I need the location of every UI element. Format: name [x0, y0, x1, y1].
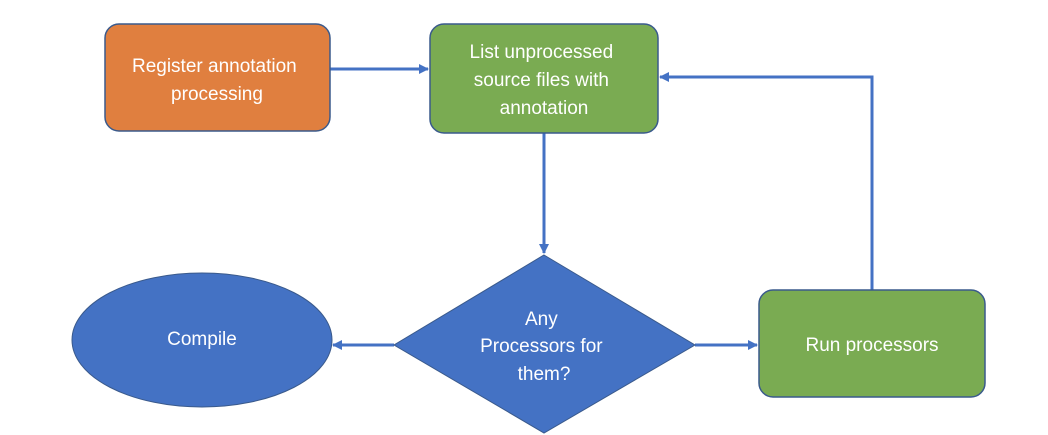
list-unprocessed-node: List unprocessed source files with annot…: [429, 23, 659, 134]
svg-text:Compile: Compile: [167, 329, 237, 350]
list-unprocessed-label-line-1: List unprocessed: [470, 42, 614, 63]
compile-ellipse: [71, 272, 333, 408]
compile-label: Compile: [167, 329, 237, 350]
run-processors-box: [758, 289, 986, 398]
register-annotation-label-line-2: processing: [171, 84, 263, 105]
decision-node: Any Processors for them?: [393, 254, 696, 434]
decision-diamond: [393, 254, 696, 434]
svg-text:Run processors: Run processors: [805, 335, 938, 356]
run-processors-label: Run processors: [805, 335, 938, 356]
register-annotation-box: [104, 23, 331, 132]
list-unprocessed-label-line-2: source files with: [474, 70, 609, 91]
register-annotation-node: Register annotation processing: [104, 23, 331, 132]
list-unprocessed-label-line-3: annotation: [500, 98, 589, 119]
svg-text:List unprocessed source: List unprocessed source files with annot…: [470, 42, 619, 119]
svg-text:Register annotation proc: Register annotation processing: [132, 56, 302, 105]
decision-label-line-2: Processors for: [480, 336, 603, 357]
decision-label-line-3: them?: [518, 364, 571, 385]
register-annotation-label-line-1: Register annotation: [132, 56, 297, 77]
arrow-run-to-list: [659, 72, 874, 290]
svg-text:Any Processors for: Any Processors for them?: [480, 309, 608, 385]
list-unprocessed-box: [429, 23, 659, 134]
run-processors-node: Run processors: [758, 289, 986, 398]
decision-label-line-1: Any: [525, 309, 558, 330]
compile-node: Compile: [71, 272, 333, 408]
